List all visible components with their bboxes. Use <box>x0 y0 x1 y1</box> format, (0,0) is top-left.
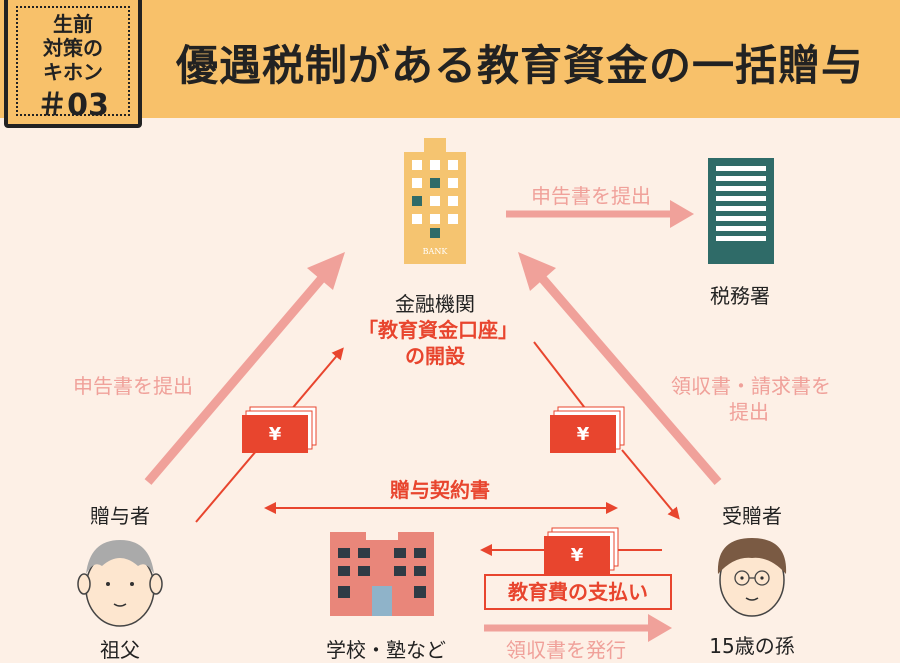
money-symbol-2: ¥ <box>577 424 590 445</box>
money-symbol-1: ¥ <box>269 424 282 445</box>
flow-receipt-line-1: 領収書・請求書を <box>671 374 831 398</box>
arrow-school-to-receiver <box>484 614 672 642</box>
page-title: 優遇税制がある教育資金の一括贈与 <box>176 41 865 90</box>
badge-dotted-frame <box>16 6 130 116</box>
bank-sign: BANK <box>423 247 449 256</box>
receiver-role-label: 受贈者 <box>722 504 782 528</box>
episode-badge: 生前 対策の キホン ＃03 <box>4 0 142 128</box>
receipt-issue-label: 領収書を発行 <box>506 638 626 662</box>
grandfather-avatar <box>77 540 163 627</box>
contract-label: 贈与契約書 <box>390 478 490 502</box>
money-bill-bank: ¥ <box>550 406 625 453</box>
giver-name-label: 祖父 <box>100 638 140 662</box>
flow-receipt-line-2: 提出 <box>729 400 769 424</box>
flow-giver-to-bank-label: 申告書を提出 <box>73 374 193 398</box>
money-bill-giver: ¥ <box>242 406 317 453</box>
receiver-name-label: 15歳の孫 <box>709 634 795 658</box>
badge-number: ＃03 <box>37 88 109 123</box>
header-bar <box>0 0 900 118</box>
badge-line-3: キホン <box>43 60 103 84</box>
education-payment-label: 教育費の支払い <box>484 574 672 610</box>
arrow-bank-to-tax <box>506 200 694 228</box>
account-opening-label: の開設 <box>405 344 465 368</box>
bank-label: 金融機関 <box>395 292 475 316</box>
tax-office-building-icon <box>708 158 774 264</box>
grandchild-avatar <box>717 538 787 617</box>
school-building-icon <box>330 532 434 616</box>
arrow-bank-withdraw <box>621 449 680 520</box>
arrow-giver-to-bank <box>144 252 345 485</box>
flow-bank-to-tax-label: 申告書を提出 <box>531 184 651 208</box>
arrow-receiver-to-bank <box>518 252 722 485</box>
money-symbol-3: ¥ <box>571 545 584 566</box>
bank-building-icon: BANK <box>404 138 466 264</box>
school-label: 学校・塾など <box>326 638 446 662</box>
tax-office-label: 税務署 <box>710 284 770 308</box>
badge-line-2: 対策の <box>43 36 103 60</box>
education-account-label: 「教育資金口座」 <box>358 318 518 342</box>
arrow-bank-to-receiver <box>533 341 589 413</box>
money-bill-payment: ¥ <box>544 527 619 574</box>
badge-line-1: 生前 <box>53 12 93 36</box>
giver-role-label: 贈与者 <box>90 504 150 528</box>
